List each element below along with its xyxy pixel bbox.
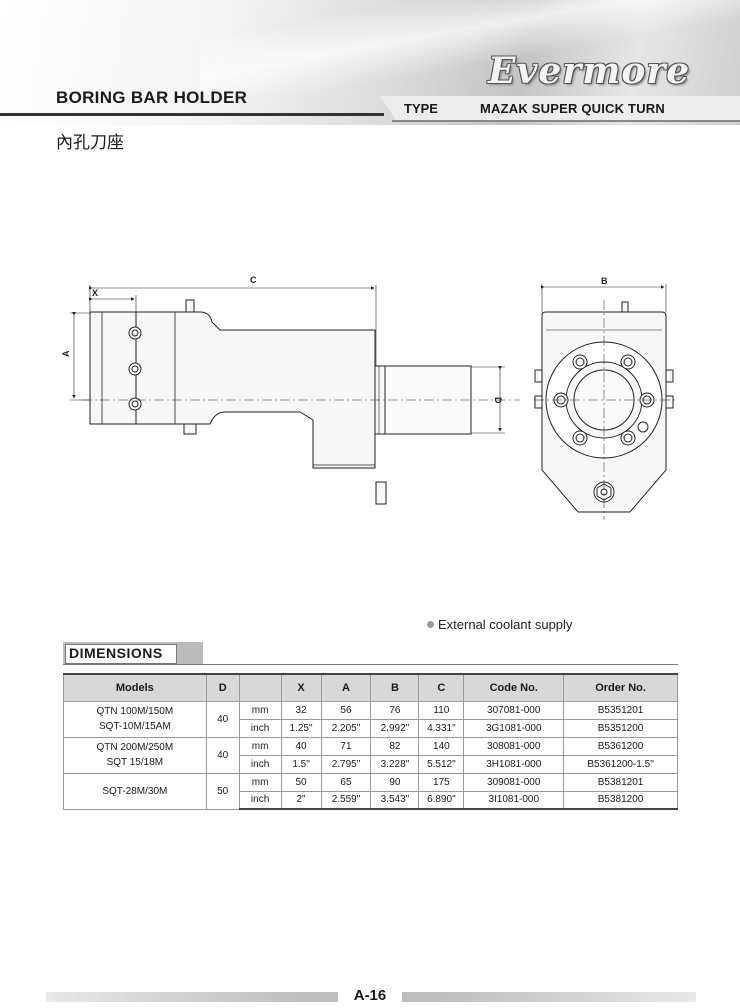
col-header: B <box>370 673 420 702</box>
page-number: A-16 <box>338 985 402 1007</box>
col-header: Order No. <box>563 673 678 702</box>
model-cell: SQT-28M/30M <box>63 772 207 810</box>
table-row: inch 1.5" 2.795" 3.228" 5.512" 3H1081-00… <box>64 754 678 774</box>
brand-logo: Evermore <box>488 50 691 92</box>
type-value: MAZAK SUPER QUICK TURN <box>480 101 665 116</box>
col-header: A <box>320 673 372 702</box>
table-header-row: Models D X A B C Code No. Order No. <box>63 673 678 702</box>
col-header: D <box>205 673 240 702</box>
col-header: Code No. <box>463 673 565 702</box>
d-cell: 40 <box>205 736 240 774</box>
header-rule-right <box>392 120 740 122</box>
chinese-title: 內孔刀座 <box>56 133 124 153</box>
col-header: Models <box>63 673 207 702</box>
header-highlight <box>200 0 740 95</box>
header-rule <box>0 113 384 116</box>
d-cell: 50 <box>205 772 240 810</box>
col-header: C <box>418 673 465 702</box>
dim-label-d: D <box>493 397 503 404</box>
d-cell: 40 <box>205 700 240 738</box>
table-row: inch 1.25" 2.205" 2.992" 4.331" 3G1081-0… <box>64 718 678 738</box>
type-label: TYPE <box>404 101 438 116</box>
type-tab <box>380 96 740 120</box>
table-row: SQT-28M/30M 50 mm 50 65 90 175 309081-00… <box>63 772 678 810</box>
technical-drawing: C X A D B <box>61 275 676 520</box>
coolant-note: External coolant supply <box>427 617 572 632</box>
col-header <box>238 673 282 702</box>
dim-label-x: X <box>92 288 98 298</box>
dim-label-c: C <box>250 275 257 285</box>
bullet-icon <box>427 621 434 628</box>
col-header: X <box>280 673 322 702</box>
side-view <box>70 285 520 505</box>
coolant-note-text: External coolant supply <box>438 617 573 632</box>
dimensions-rule <box>63 664 678 665</box>
dim-label-b: B <box>601 276 608 286</box>
dim-label-a: A <box>61 350 71 357</box>
dimensions-title: DIMENSIONS <box>69 645 163 661</box>
dimensions-tab <box>63 642 203 664</box>
front-view <box>534 284 676 520</box>
dimensions-table: Models D X A B C Code No. Order No. QTN … <box>63 673 678 810</box>
page-title: BORING BAR HOLDER <box>56 88 248 107</box>
table-row: inch 2" 2.559" 3.543" 6.890" 3I1081-000 … <box>64 790 678 810</box>
